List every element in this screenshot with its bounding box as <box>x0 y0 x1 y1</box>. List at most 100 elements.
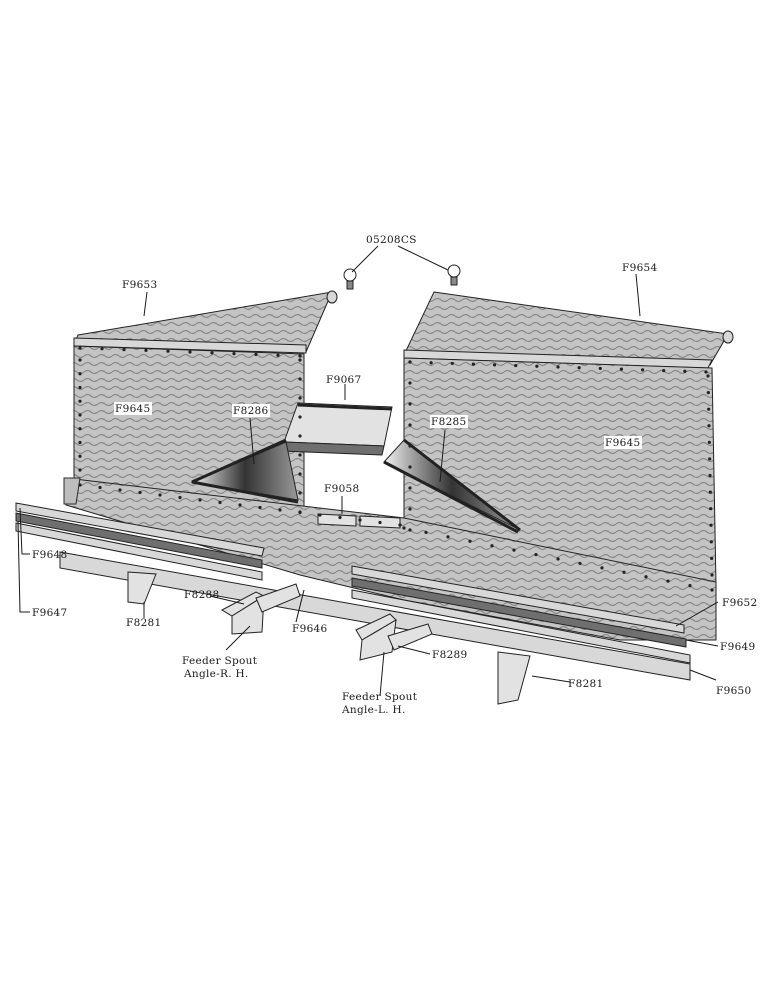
label-f8285: F8285 <box>431 416 467 428</box>
bolt-hole <box>471 362 476 366</box>
bolt-hole <box>78 427 82 431</box>
bolt-hole <box>98 485 102 490</box>
bolt-hole <box>188 350 192 354</box>
label-f9647: F9647 <box>32 607 68 619</box>
bolt-hole <box>408 528 412 532</box>
bolt-hole <box>118 488 122 492</box>
bolt-hole <box>707 424 711 428</box>
bolt-hole <box>708 457 712 461</box>
bolt-hole <box>512 548 516 552</box>
bolt-hole <box>122 348 126 352</box>
bolt-hole <box>640 368 645 372</box>
bolt-hole <box>408 486 412 490</box>
bolt-hole <box>78 385 82 390</box>
bolt-hole <box>408 444 412 448</box>
bolt-hole <box>709 507 713 511</box>
bolt-hole <box>78 372 82 376</box>
label-f9648: F9648 <box>32 549 68 561</box>
label-f8281-left: F8281 <box>126 617 162 629</box>
bolt-hole <box>709 540 713 544</box>
label-f8289: F8289 <box>432 649 468 661</box>
label-f9058: F9058 <box>324 483 360 495</box>
label-f8288: F8288 <box>184 589 220 601</box>
label-f9654: F9654 <box>622 262 658 274</box>
hopper-right <box>383 438 521 534</box>
bolt-hole <box>238 503 242 507</box>
bolt-hole <box>408 465 412 469</box>
label-f9646: F9646 <box>292 623 328 635</box>
bolt-hole <box>298 358 302 362</box>
bolt-hole <box>683 369 687 373</box>
bolt-hole <box>298 453 302 457</box>
bolt-hole <box>450 361 454 366</box>
bolt-hole <box>158 493 162 497</box>
bolt-hole <box>708 473 712 478</box>
bolt-holes <box>78 346 714 592</box>
label-f9645-left: F9645 <box>115 403 151 415</box>
bolt-hole <box>258 505 262 510</box>
label-f9649: F9649 <box>720 641 756 653</box>
bolt-hole <box>298 377 302 381</box>
label-f9067: F9067 <box>326 374 362 386</box>
part-labels: 05208CS F9653 F9654 F9067 F9645 F8286 F8… <box>32 234 758 716</box>
bolt-hole <box>78 413 82 417</box>
label-f9650: F9650 <box>716 685 752 697</box>
bolt-hole <box>218 500 222 505</box>
bolt-hole <box>492 363 497 367</box>
bolt-hole <box>619 367 624 371</box>
bolt-hole <box>706 390 710 395</box>
label-feeder-spout-rh-line1: Feeder Spout <box>182 655 258 667</box>
label-05208cs: 05208CS <box>366 234 417 246</box>
bolt-hole <box>276 353 280 357</box>
bolt-hole <box>78 440 82 445</box>
label-f9652: F9652 <box>722 597 758 609</box>
leader-lines <box>17 245 719 697</box>
label-f8281-right: F8281 <box>568 678 604 690</box>
bolt-hole <box>666 579 670 583</box>
bolt-hole <box>232 352 236 356</box>
bolt-hole <box>708 490 712 494</box>
bolt-hole <box>402 526 406 530</box>
bolt-hole <box>298 472 302 476</box>
bolt-hole <box>577 366 581 370</box>
bolt-hole <box>298 415 302 419</box>
bolt-hole <box>534 552 538 557</box>
bolt-hole <box>298 354 302 358</box>
bolt-hole <box>598 366 602 371</box>
rails-right <box>59 551 691 681</box>
bolt-hole <box>535 364 539 368</box>
bolt-hole <box>210 351 214 355</box>
bolt-hole <box>100 347 104 351</box>
bolt-hole <box>707 407 711 411</box>
bolt-hole <box>707 440 711 444</box>
label-f9645-right: F9645 <box>605 437 641 449</box>
bolt-hole <box>662 368 666 373</box>
bolt-hole <box>578 561 582 566</box>
label-f8286: F8286 <box>233 405 269 417</box>
bolt-hole <box>408 402 412 406</box>
bolt-hole <box>358 518 362 522</box>
bolt-hole <box>490 544 494 548</box>
plate-pair <box>317 513 401 529</box>
angle-brackets <box>127 571 531 705</box>
bolt-hole <box>78 483 82 487</box>
bolt-hole <box>254 352 258 356</box>
bolt-hole <box>468 539 472 543</box>
bolt-hole <box>622 570 626 574</box>
bolt-hole <box>318 513 322 517</box>
bolt-hole <box>298 491 302 495</box>
lamp-left <box>343 268 357 290</box>
bolt-hole <box>600 566 604 570</box>
hopper-left <box>190 438 299 504</box>
bolt-hole <box>709 523 713 527</box>
bolt-hole <box>138 490 142 495</box>
bolt-hole <box>178 495 182 500</box>
bolt-hole <box>408 423 412 427</box>
bolt-hole <box>408 507 412 511</box>
bolt-hole <box>556 557 560 561</box>
bolt-hole <box>298 434 302 438</box>
top-panel-left <box>73 290 338 354</box>
label-f9653: F9653 <box>122 279 158 291</box>
bolt-hole <box>198 498 202 502</box>
bolt-hole <box>338 515 342 520</box>
